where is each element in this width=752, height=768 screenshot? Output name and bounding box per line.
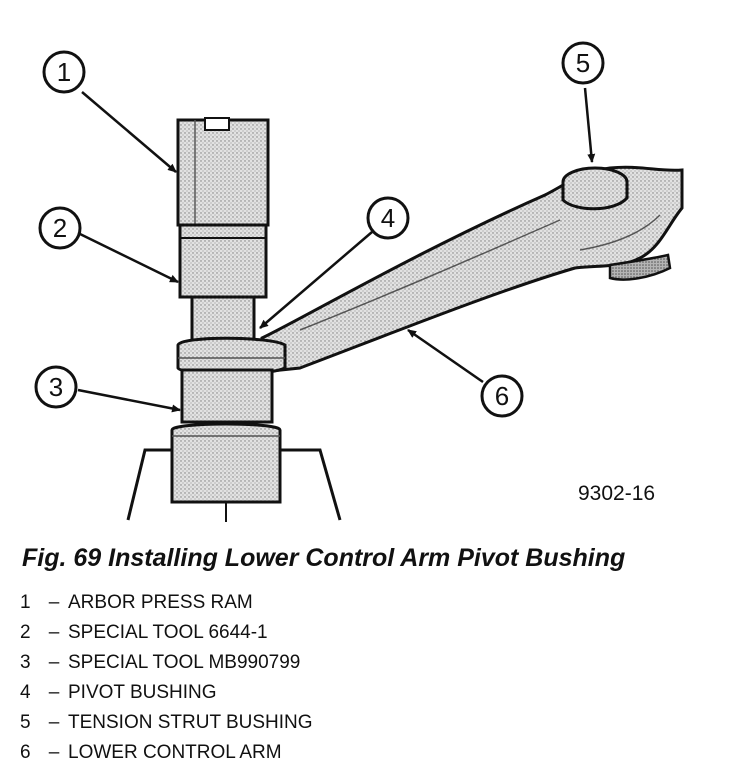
legend-number: 4	[20, 682, 31, 703]
svg-text:1: 1	[57, 57, 71, 87]
svg-text:6: 6	[495, 381, 509, 411]
diagram-illustration: 1 2 3 4 5 6 9302-16	[34, 41, 684, 522]
legend-dash: –	[48, 682, 60, 703]
svg-text:2: 2	[53, 213, 67, 243]
special-tool-6644-1	[178, 223, 268, 344]
legend-label: SPECIAL TOOL MB990799	[68, 652, 301, 673]
special-tool-mb990799	[170, 368, 282, 522]
svg-text:4: 4	[381, 203, 395, 233]
legend-number: 2	[20, 622, 31, 643]
arbor-press-ram	[176, 117, 270, 227]
legend-dash: –	[48, 592, 60, 613]
callout-3: 3	[34, 365, 78, 409]
tension-strut-bushing	[561, 166, 672, 281]
legend-number: 5	[20, 712, 31, 733]
legend-list: 1–ARBOR PRESS RAM 2–SPECIAL TOOL 6644-1 …	[20, 588, 313, 768]
legend-number: 3	[20, 652, 31, 673]
legend-item: 4–PIVOT BUSHING	[20, 678, 313, 708]
legend-item: 5–TENSION STRUT BUSHING	[20, 708, 313, 738]
legend-item: 1–ARBOR PRESS RAM	[20, 588, 313, 618]
legend-label: ARBOR PRESS RAM	[68, 592, 253, 613]
svg-text:5: 5	[576, 48, 590, 78]
legend-item: 2–SPECIAL TOOL 6644-1	[20, 618, 313, 648]
legend-dash: –	[48, 742, 60, 763]
legend-item: 3–SPECIAL TOOL MB990799	[20, 648, 313, 678]
legend-dash: –	[48, 652, 60, 673]
legend-dash: –	[48, 712, 60, 733]
press-base	[126, 448, 342, 521]
legend-label: PIVOT BUSHING	[68, 682, 217, 703]
callout-2: 2	[38, 206, 82, 250]
legend-label: TENSION STRUT BUSHING	[68, 712, 313, 733]
lower-control-arm	[260, 165, 684, 374]
callout-1: 1	[42, 50, 86, 94]
callout-4: 4	[366, 196, 410, 240]
figure-code: 9302-16	[578, 482, 655, 505]
leader-lines	[77, 87, 596, 413]
figure-caption: Fig. 69 Installing Lower Control Arm Piv…	[22, 544, 626, 572]
legend-label: LOWER CONTROL ARM	[68, 742, 282, 763]
callout-6: 6	[480, 374, 524, 418]
legend-item: 6–LOWER CONTROL ARM	[20, 738, 313, 768]
legend-label: SPECIAL TOOL 6644-1	[68, 622, 268, 643]
svg-text:3: 3	[49, 372, 63, 402]
legend-number: 6	[20, 742, 31, 763]
legend-number: 1	[20, 592, 31, 613]
legend-dash: –	[48, 622, 60, 643]
pivot-bushing	[176, 336, 287, 376]
callout-5: 5	[561, 41, 605, 85]
